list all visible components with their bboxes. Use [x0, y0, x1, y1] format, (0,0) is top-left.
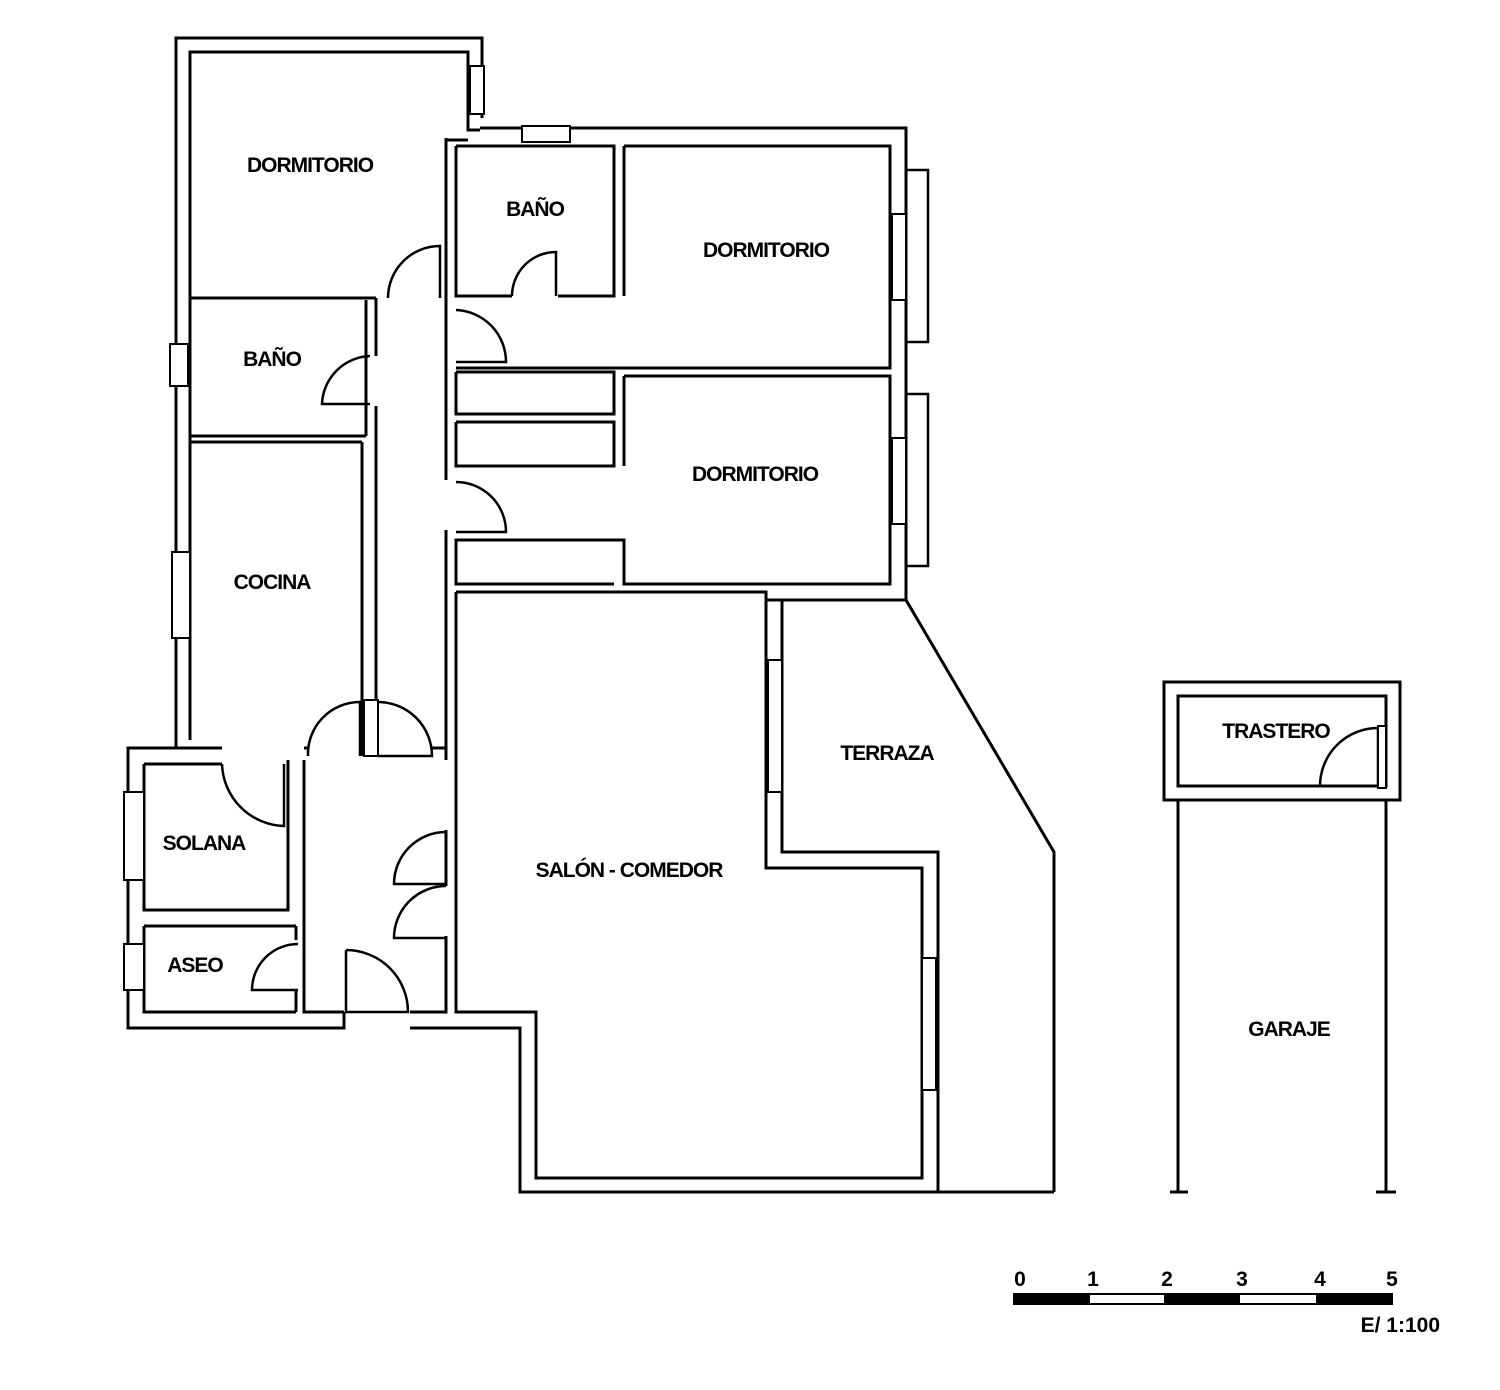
door-cocina-left[interactable] [306, 700, 362, 757]
scale-bar: 0 1 2 3 4 5 E/ 1:100 [1013, 1268, 1440, 1337]
door-bano-1[interactable] [510, 250, 558, 297]
bedroom-1-walls [174, 36, 485, 400]
door-entrance[interactable] [344, 948, 410, 1014]
label-garaje: GARAJE [1248, 1018, 1331, 1041]
label-bano-1: BAÑO [506, 198, 564, 221]
window-bano-2 [169, 343, 189, 387]
window-terraza [767, 659, 783, 793]
label-bano-2: BAÑO [243, 348, 301, 371]
door-dormitorio-3[interactable] [455, 480, 508, 534]
scale-seg-3 [1164, 1294, 1240, 1304]
scale-seg-5 [1316, 1294, 1392, 1304]
label-cocina: COCINA [234, 571, 312, 594]
scale-seg-1 [1014, 1294, 1090, 1304]
door-trastero[interactable] [1318, 726, 1380, 787]
window-salon [921, 957, 937, 1091]
window-cocina [171, 551, 191, 639]
trastero-garaje [1162, 680, 1402, 1194]
label-salon-comedor: SALÓN - COMEDOR [536, 858, 724, 882]
scale-tick-5: 5 [1386, 1268, 1398, 1291]
scale-tick-0: 0 [1014, 1268, 1026, 1291]
scale-tick-2: 2 [1161, 1268, 1173, 1291]
left-column-walls [126, 298, 378, 1030]
corridor-shaft [363, 699, 379, 757]
room-labels: DORMITORIO BAÑO DORMITORIO BAÑO DORMITOR… [163, 154, 1332, 1041]
door-salon-top[interactable] [392, 830, 447, 886]
door-cocina-right[interactable] [377, 700, 434, 758]
door-bano-2[interactable] [320, 354, 371, 406]
window-dormitorio-3 [891, 437, 907, 525]
door-salon-bottom[interactable] [392, 884, 447, 940]
label-dormitorio-1: DORMITORIO [247, 154, 374, 177]
label-terraza: TERRAZA [840, 742, 934, 765]
label-dormitorio-3: DORMITORIO [692, 463, 819, 486]
window-solana [123, 791, 145, 881]
corridor-walls [363, 138, 1054, 1194]
door-aseo[interactable] [250, 942, 299, 992]
scale-label: E/ 1:100 [1361, 1314, 1440, 1337]
doors [220, 244, 558, 1014]
trastero-door-frame [1377, 725, 1387, 789]
door-dormitorio-1[interactable] [386, 244, 442, 299]
door-solana[interactable] [220, 763, 286, 828]
window-aseo [123, 943, 145, 991]
dormitorio-3-walls [454, 370, 930, 586]
label-trastero: TRASTERO [1222, 720, 1330, 743]
window-dormitorio-2 [891, 213, 907, 301]
door-dormitorio-2[interactable] [455, 308, 508, 364]
solana-aseo-walls [123, 746, 346, 1030]
terraza-walls [766, 598, 1056, 1192]
label-solana: SOLANA [163, 832, 247, 855]
label-dormitorio-2: DORMITORIO [703, 239, 830, 262]
scale-tick-1: 1 [1087, 1268, 1099, 1291]
window-bedroom-1 [469, 65, 485, 115]
scale-tick-3: 3 [1236, 1268, 1248, 1291]
scale-tick-4: 4 [1314, 1268, 1326, 1291]
window-bano-1 [521, 125, 571, 143]
label-aseo: ASEO [167, 954, 223, 977]
